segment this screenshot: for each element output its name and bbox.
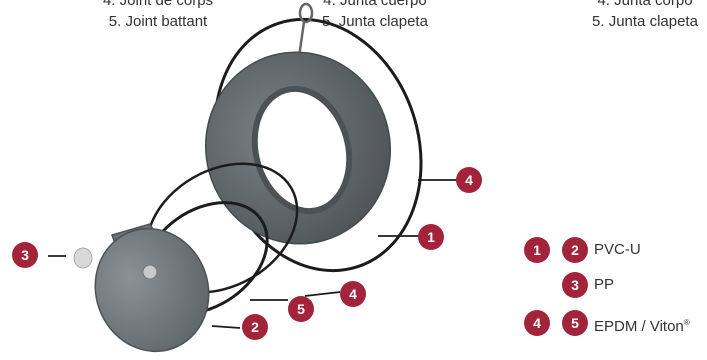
caption-fr-line1: 4. Joint de corps xyxy=(102,0,214,9)
legend-material-pp: PP xyxy=(594,276,615,293)
swing-disc xyxy=(94,223,210,353)
legend-badge-5: 5 xyxy=(562,310,588,336)
caption-fr: 4. Joint de corps 5. Joint battant xyxy=(58,0,258,32)
legend-material-pvc: PVC-U xyxy=(594,241,641,258)
callout-2-disc: 2 xyxy=(242,314,268,340)
legend-badge-1: 1 xyxy=(524,237,550,263)
caption-fr-line2: 5. Joint battant xyxy=(108,13,208,30)
callout-1-body: 1 xyxy=(418,224,444,250)
valve-body xyxy=(204,51,392,245)
caption-pt-line2: 5. Junta clapeta xyxy=(592,13,698,30)
plug-part xyxy=(73,247,93,269)
caption-es-line1: 4. Junta cuerpo xyxy=(323,0,427,9)
legend-material-epdm: EPDM / Viton® xyxy=(594,310,690,340)
callout-4-ring: 4 xyxy=(340,281,366,307)
legend-material-epdm-label: EPDM / Viton xyxy=(594,318,684,335)
caption-es: 4. Junta cuerpo 5. Junta clapeta xyxy=(290,0,460,32)
caption-es-line2: 5. Junta clapeta xyxy=(322,13,428,30)
legend-badge-2: 2 xyxy=(562,237,588,263)
callout-5-disc-ring: 5 xyxy=(288,296,314,322)
caption-pt-line1: 4. Junta corpo xyxy=(597,0,693,9)
legend-badge-3: 3 xyxy=(562,272,588,298)
callout-3-plug: 3 xyxy=(12,242,38,268)
callout-4-body-ring: 4 xyxy=(456,167,482,193)
legend-badge-4: 4 xyxy=(524,310,550,336)
caption-pt: 4. Junta corpo 5. Junta clapeta xyxy=(560,0,707,32)
leader-lines xyxy=(48,179,458,329)
registered-mark: ® xyxy=(683,318,690,327)
